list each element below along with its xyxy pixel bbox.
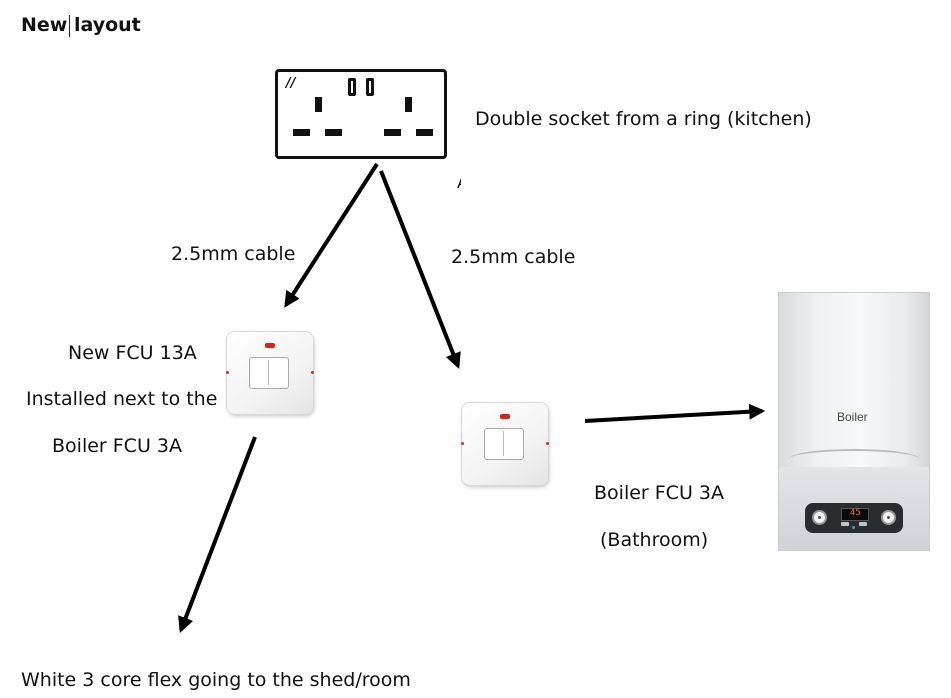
socket-switch-right [366,78,374,96]
switch-marking: // [286,76,296,91]
arrow-socket-to-new-fcu [284,162,379,308]
arrow-new-fcu-to-shed [178,436,257,633]
pin-right-2 [416,129,433,136]
left-knob-icon [812,510,827,525]
cable-label-right: 2.5mm cable [451,246,576,268]
flex-label: White 3 core flex going to the shed/room [21,669,411,691]
boiler-display: 45 [841,508,869,521]
boiler-fcu-icon [461,403,549,485]
stray-mark: A [457,175,461,191]
control-button-1 [841,522,849,526]
boiler-panel-curve [789,449,919,469]
boiler-brand: Boiler [837,410,868,424]
text-caret [69,15,70,37]
neon-indicator [265,343,275,348]
new-fcu-label-line3: Boiler FCU 3A [52,435,182,457]
screw-right [311,371,314,374]
pin-left-1 [293,129,310,136]
boiler-display-value: 45 [850,508,861,518]
control-button-2 [859,522,867,526]
status-led [852,526,855,529]
page-title: New layout [21,14,141,36]
boiler-icon: Boiler 45 [779,293,929,550]
new-fcu-label-line1: New FCU 13A [68,342,197,364]
socket-switch-left [348,78,356,96]
neon-indicator [500,414,510,419]
screw-right [546,442,549,445]
right-knob-icon [881,510,896,525]
new-fcu-label-line2: Installed next to the [26,388,218,410]
earth-pin-right [405,97,412,112]
screw-left [226,371,229,374]
earth-pin-left [315,97,322,112]
fuse-carrier [484,428,524,460]
cable-label-left: 2.5mm cable [171,243,296,265]
boiler-fcu-label-line1: Boiler FCU 3A [594,482,724,504]
pin-left-2 [325,129,342,136]
socket-label: Double socket from a ring (kitchen) [475,108,812,130]
arrow-socket-to-boiler-fcu [379,170,461,369]
boiler-fcu-label-line2: (Bathroom) [600,529,709,551]
arrow-boiler-fcu-to-boiler [584,403,766,423]
double-socket-icon: // [275,69,447,159]
screw-left [461,442,464,445]
new-fcu-icon [226,332,314,414]
boiler-control-panel: 45 [805,503,903,533]
fuse-carrier [249,357,289,389]
pin-right-1 [384,129,401,136]
